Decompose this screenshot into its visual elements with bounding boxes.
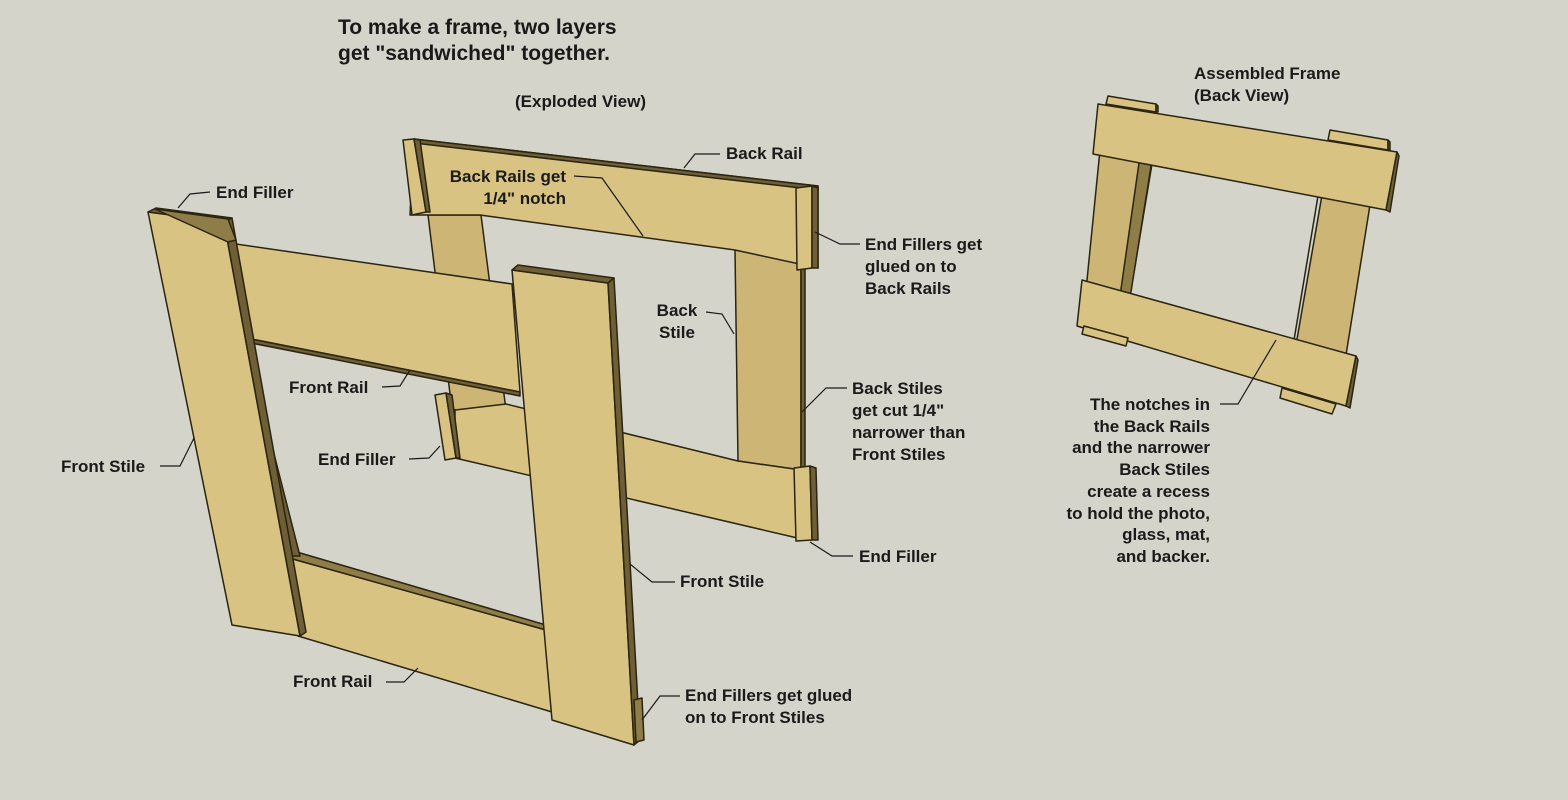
- label-front-rail-bottom: Front Rail: [293, 672, 373, 691]
- assembled-frame: [1076, 95, 1400, 415]
- label-back-rails-notch: Back Rails get 1/4" notch: [449, 167, 566, 208]
- assembled-note: The notches in the Back Rails and the na…: [1066, 395, 1210, 566]
- label-end-filler-top: End Filler: [216, 183, 294, 202]
- end-filler-back-top-right: [795, 185, 813, 271]
- label-front-stile-left: Front Stile: [61, 457, 146, 476]
- end-filler-back-bottom-right: [793, 465, 813, 542]
- label-back-stiles-cut: Back Stiles get cut 1/4" narrower than F…: [852, 379, 966, 464]
- label-end-fillers-back: End Fillers get glued on to Back Rails: [865, 235, 983, 298]
- back-stile-right: [734, 249, 802, 471]
- label-front-rail-top: Front Rail: [289, 378, 369, 397]
- label-end-fillers-front: End Fillers get glued on to Front Stiles: [685, 686, 853, 727]
- end-filler-front-top-left: [154, 208, 237, 243]
- assembled-frame-title: Assembled Frame (Back View): [1194, 64, 1341, 105]
- label-back-stile: Back Stile: [656, 301, 698, 342]
- page-title: To make a frame, two layers get "sandwic…: [338, 16, 617, 65]
- leader-lines: [160, 153, 1277, 721]
- label-end-filler-mid: End Filler: [318, 450, 396, 469]
- label-front-stile-right: Front Stile: [680, 572, 765, 591]
- label-back-rail: Back Rail: [726, 144, 803, 163]
- exploded-view-label: (Exploded View): [515, 92, 646, 111]
- label-end-filler-right: End Filler: [859, 547, 937, 566]
- end-filler-front-bottom-right: [633, 697, 645, 743]
- front-layer: [147, 207, 645, 746]
